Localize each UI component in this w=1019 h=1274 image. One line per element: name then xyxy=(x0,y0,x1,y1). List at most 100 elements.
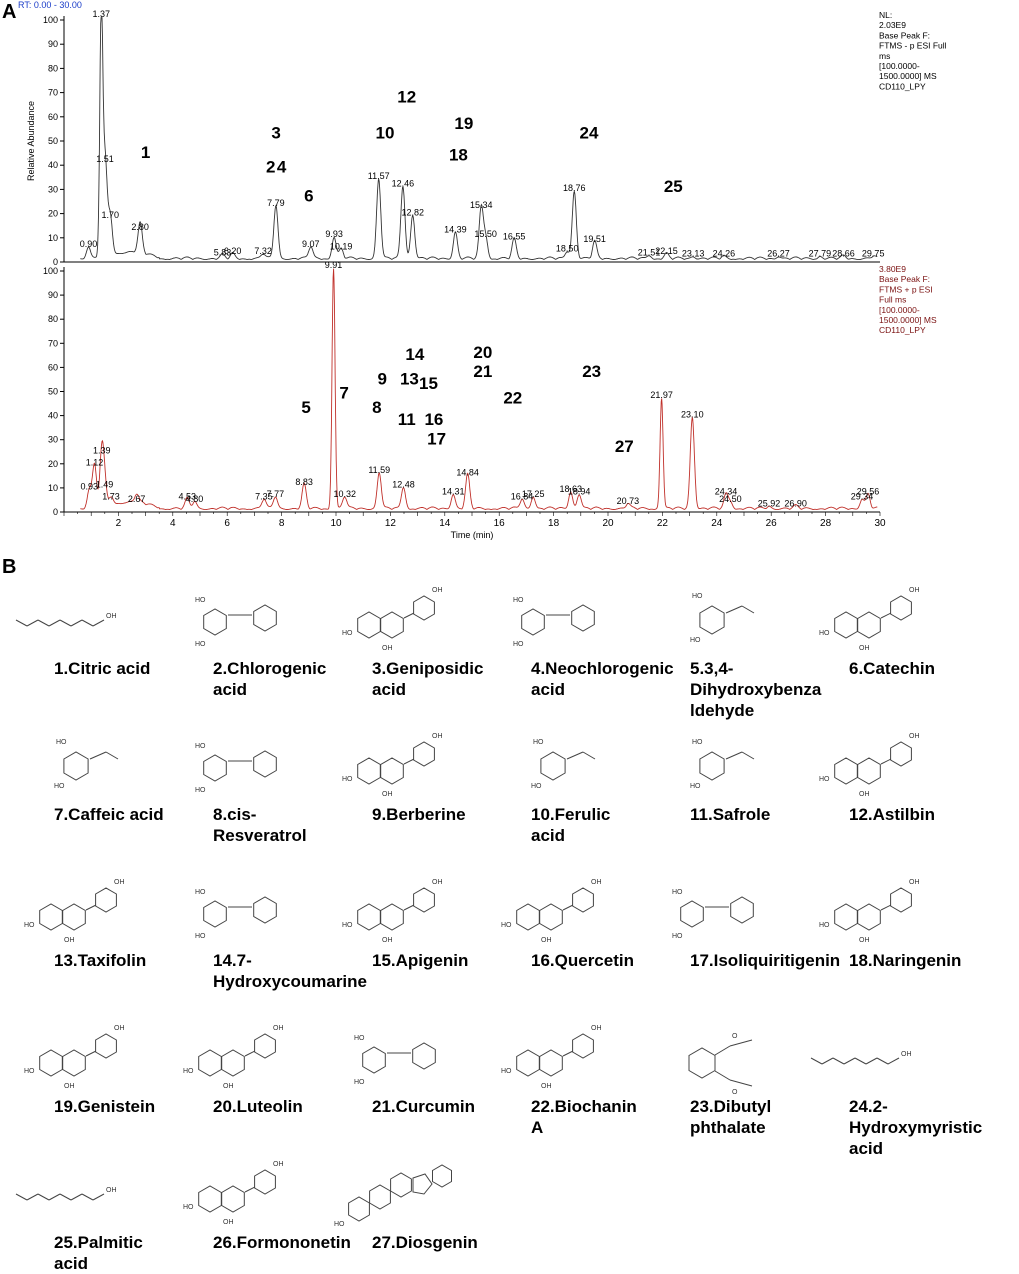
compound-label-line: 11.Safrole xyxy=(690,805,771,824)
compound-label-line: 6.Catechin xyxy=(849,659,935,678)
compound-label: 21.Curcumin xyxy=(372,1096,542,1117)
compound-label-line: acid xyxy=(54,1254,89,1273)
peak-retention-label: 12.48 xyxy=(392,479,415,489)
svg-text:HO: HO xyxy=(690,637,701,644)
y-tick-label: 60 xyxy=(48,362,58,372)
svg-text:OH: OH xyxy=(223,1083,234,1090)
svg-text:HO: HO xyxy=(819,922,830,929)
svg-text:HO: HO xyxy=(819,776,830,783)
compound-label: 26.Formononetin xyxy=(213,1232,383,1253)
chromatogram-figure: A 01020304050607080901000.901.371.511.70… xyxy=(2,0,947,578)
compound-label: 14.7- Hydroxycoumarine xyxy=(213,950,383,992)
svg-text:OH: OH xyxy=(909,879,920,886)
peak-retention-label: 0.93 xyxy=(81,482,99,492)
compound-label-line: 23.Dibutyl xyxy=(690,1097,772,1116)
peak-retention-label: 22.15 xyxy=(655,246,678,256)
y-tick-label: 0 xyxy=(53,257,58,267)
compound-label: 15.Apigenin xyxy=(372,950,542,971)
x-tick-label: 22 xyxy=(657,518,669,529)
svg-text:OH: OH xyxy=(859,645,870,652)
peak-retention-label: 18.76 xyxy=(563,183,586,193)
compound-label-line: A xyxy=(531,1118,544,1137)
compound-label-line: 10.Ferulic xyxy=(531,805,611,824)
compound-number-annotation: 27 xyxy=(615,437,634,456)
peak-retention-label: 1.51 xyxy=(96,154,114,164)
compound-label-line: Hydroxycoumarine xyxy=(213,972,367,991)
x-tick-label: 2 xyxy=(116,518,122,529)
compound-label-line: ldehyde xyxy=(690,701,755,720)
svg-text:HO: HO xyxy=(195,787,206,794)
svg-text:HO: HO xyxy=(56,739,67,746)
compound-number-annotation: 13 xyxy=(400,369,419,388)
svg-text:OH: OH xyxy=(382,791,393,798)
compound-label-line: 5.3,4- xyxy=(690,659,734,678)
compound-number-annotation: 11 xyxy=(398,410,416,429)
peak-retention-label: 16.55 xyxy=(503,232,526,242)
scan-info-line: Base Peak F: xyxy=(879,30,930,40)
compound-label-line: 3.Geniposidic xyxy=(372,659,484,678)
peak-retention-label: 4.53 xyxy=(178,491,196,501)
peak-retention-label: 11.57 xyxy=(368,171,390,181)
compound-label-line: acid xyxy=(531,826,566,845)
x-tick-label: 16 xyxy=(494,518,506,529)
peak-retention-label: 1.70 xyxy=(101,210,119,220)
scan-info-line: ms xyxy=(879,51,890,61)
peak-retention-label: 24.26 xyxy=(713,249,736,259)
compound-number-annotation: 16 xyxy=(424,410,443,429)
peak-retention-label: 24.34 xyxy=(715,487,738,497)
compound-label-line: 18.Naringenin xyxy=(849,951,962,970)
compound-number-annotation: 24 xyxy=(579,124,598,143)
x-tick-label: 4 xyxy=(170,518,176,529)
compound-label-line: 13.Taxifolin xyxy=(54,951,147,970)
x-tick-label: 30 xyxy=(874,518,886,529)
svg-text:OH: OH xyxy=(223,1219,234,1226)
peak-retention-label: 4.80 xyxy=(186,494,204,504)
peak-retention-label: 23.10 xyxy=(681,409,704,419)
svg-text:HO: HO xyxy=(195,597,206,604)
scan-info-line: CD110_LPY xyxy=(879,81,926,91)
svg-text:OH: OH xyxy=(432,733,443,740)
compound-number-annotation: 25 xyxy=(664,177,683,196)
compound-label-line: 14.7- xyxy=(213,951,252,970)
compound-label: 7.Caffeic acid xyxy=(54,804,224,825)
compound-number-annotation: 21 xyxy=(473,362,492,381)
svg-text:HO: HO xyxy=(354,1035,365,1042)
y-tick-label: 40 xyxy=(48,411,58,421)
panel-letter-b: B xyxy=(2,556,16,578)
scan-info-line: Base Peak F: xyxy=(879,274,930,284)
hydroxymyristic-acid-structure: OH xyxy=(810,1051,912,1065)
x-tick-label: 14 xyxy=(439,518,451,529)
y-tick-label: 70 xyxy=(48,338,58,348)
compound-label-line: Dihydroxybenza xyxy=(690,680,822,699)
compound-label-line: 8.cis- xyxy=(213,805,257,824)
peak-retention-label: 1.49 xyxy=(96,479,114,489)
compound-label-line: 22.Biochanin xyxy=(531,1097,637,1116)
compound-label-line: Resveratrol xyxy=(213,826,307,845)
scan-info-line: NL: xyxy=(879,10,892,20)
svg-text:HO: HO xyxy=(672,889,683,896)
y-tick-label: 0 xyxy=(53,507,58,517)
peak-retention-label: 10.32 xyxy=(333,489,356,499)
peak-retention-label: 14.31 xyxy=(442,487,465,497)
peak-retention-label: 27.79 xyxy=(809,249,832,259)
scan-info-line: [100.0000- xyxy=(879,305,920,315)
compound-label-line: 26.Formononetin xyxy=(213,1233,351,1252)
compound-label: 27.Diosgenin xyxy=(372,1232,542,1253)
y-tick-label: 90 xyxy=(48,290,58,300)
peak-retention-label: 24.50 xyxy=(719,494,742,504)
peak-retention-label: 11.59 xyxy=(368,465,390,475)
svg-text:OH: OH xyxy=(273,1161,284,1168)
compound-number-annotation: 18 xyxy=(449,145,468,164)
